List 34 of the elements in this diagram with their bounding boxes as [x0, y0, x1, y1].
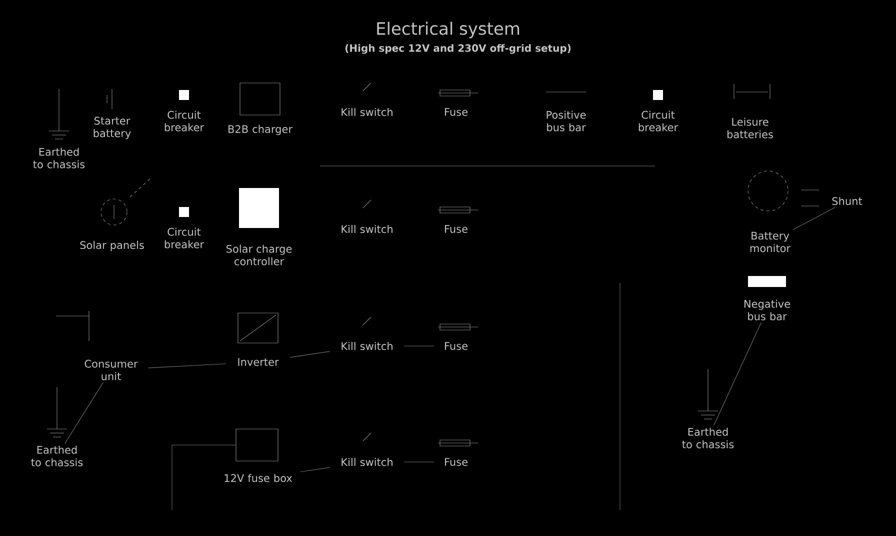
component-label: Earthed to chassis — [682, 428, 734, 448]
component-label: Kill switch — [342, 108, 392, 116]
wire — [792, 206, 836, 230]
component-label: Fuse — [445, 225, 468, 233]
component-label: Kill switch — [342, 342, 392, 350]
component-label: Circuit breaker — [638, 110, 678, 132]
component-label: Fuse — [445, 108, 468, 116]
wire — [713, 322, 762, 426]
component-label: Earthed to chassis — [31, 446, 83, 466]
component-label: Kill switch — [342, 458, 392, 466]
wire — [290, 351, 330, 358]
component-label: Leisure batteries — [727, 118, 773, 138]
subtitle: (High spec 12V and 230V off-grid setup) — [345, 44, 571, 54]
component-label: Circuit breaker — [164, 228, 204, 248]
component-label: Kill switch — [342, 224, 392, 234]
component-label: Battery monitor — [750, 232, 791, 252]
wire — [148, 363, 226, 368]
component-label: Fuse — [445, 342, 468, 350]
component-label: Inverter — [238, 358, 279, 366]
component-label: Negative bus bar — [744, 300, 790, 320]
component-label: Shunt — [832, 196, 862, 206]
title: Electrical system — [377, 22, 520, 38]
component-label: Solar panels — [80, 240, 144, 252]
component-label: Solar charge controller — [226, 244, 292, 266]
component-label: Circuit breaker — [164, 110, 204, 132]
component-label: Earthed to chassis — [33, 148, 85, 168]
component-label: Starter battery — [94, 116, 131, 140]
wire — [64, 382, 104, 444]
component-label: Positive bus bar — [546, 110, 586, 132]
component-label: Fuse — [445, 458, 468, 466]
component-label: B2B charger — [228, 124, 293, 136]
component-label: Consumer unit — [84, 360, 138, 380]
component-label: 12V fuse box — [224, 474, 292, 482]
wire — [300, 467, 330, 472]
